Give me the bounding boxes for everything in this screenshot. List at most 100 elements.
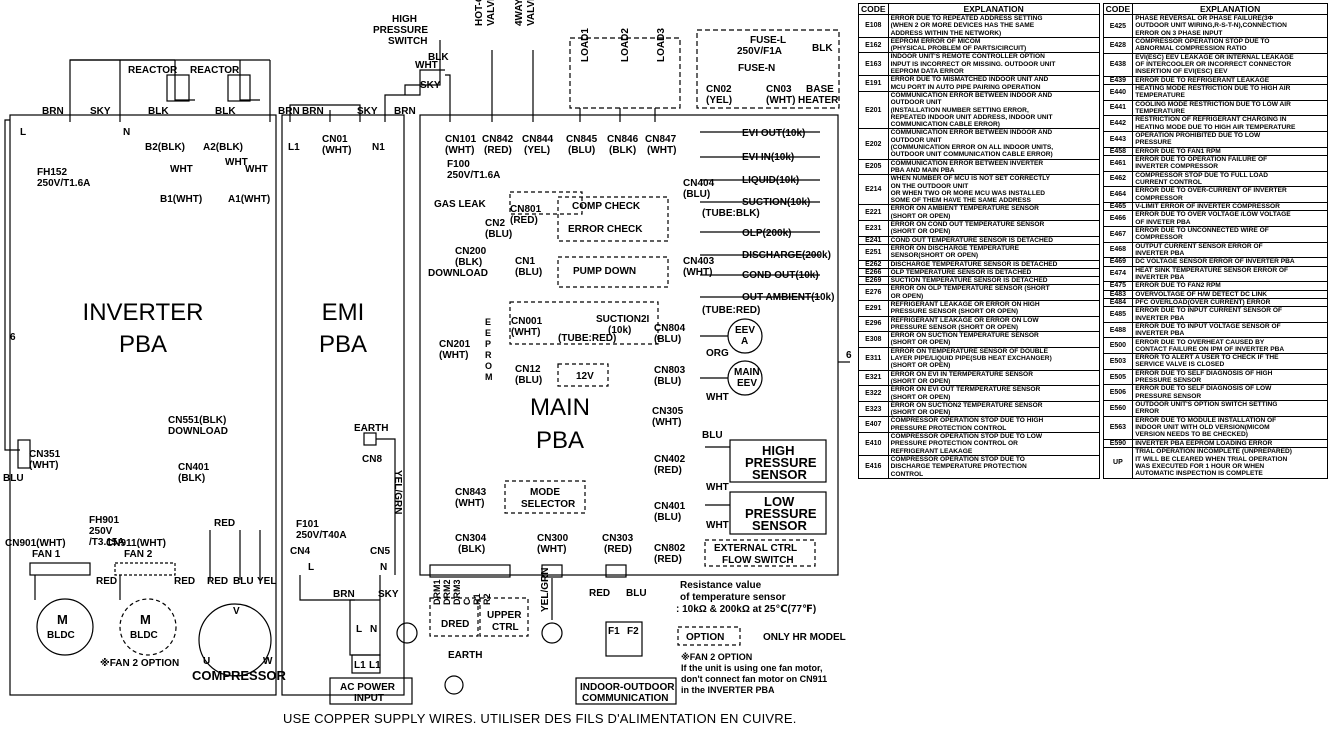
f1-terminal: F1 xyxy=(608,626,620,637)
error-explanation: INVERTER PBA EEPROM LOADING ERROR xyxy=(1132,438,1328,449)
error-explanation-line: (SHORT OR OPEN) xyxy=(890,393,951,401)
error-explanation-line: ERROR ON COND OUT TEMPERATURE SENSOR xyxy=(890,221,1045,229)
wht-wire-b: WHT xyxy=(170,164,193,175)
cn803-label: CN803 xyxy=(654,365,686,376)
error-explanation: COND OUT TEMPERATURE SENSOR IS DETACHED xyxy=(887,235,1100,245)
error-explanation-line: INDOOR UNIT'S REMOTE CONTROLLER OPTION xyxy=(890,53,1045,61)
error-explanation: ERROR DUE TO FAN2 RPM xyxy=(1132,281,1328,291)
blk-wire-2: BLK xyxy=(215,106,236,117)
error-code: E441 xyxy=(1102,99,1134,117)
cn2-color: (BLU) xyxy=(485,229,512,240)
error-code: E276 xyxy=(858,284,889,301)
b1-wht-terminal: B1(WHT) xyxy=(160,194,202,205)
cn02-label: CN02 xyxy=(706,84,732,95)
error-code: E506 xyxy=(1102,384,1134,402)
error-explanation-line: ERROR ON EVI OUT TERMPERATURE SENSOR xyxy=(890,386,1041,394)
error-explanation-line: REFRIGERANT LEAKAGE OR ERROR ON HIGH xyxy=(890,300,1040,308)
fan2-note-2: If the unit is using one fan motor, xyxy=(681,663,823,673)
error-code: E468 xyxy=(1102,241,1134,259)
cn901-fan: FAN 1 xyxy=(32,549,61,560)
error-explanation-line: DISCHARGE TEMPERATURE SENSOR IS DETACHED xyxy=(890,260,1058,268)
error-explanation-line: PRESSURE PROTECTION CONTROL OR xyxy=(890,440,1018,448)
red-wire-fan2: RED xyxy=(174,576,195,587)
cn401b-label: CN401 xyxy=(654,501,686,512)
external-ctrl-label-2: FLOW SWITCH xyxy=(722,555,794,566)
org-wire: ORG xyxy=(706,348,729,359)
error-explanation: ERROR ON EVI OUT TERMPERATURE SENSOR(SHO… xyxy=(887,385,1100,402)
error-code: E205 xyxy=(858,158,889,176)
error-explanation-line: INDOOR UNIT WITH OLD VERSION(MICOM xyxy=(1135,424,1270,432)
error-explanation: PFC OVERLOAD(OVER CURRENT) ERROR xyxy=(1132,297,1328,308)
high-pressure-switch-label-3: SWITCH xyxy=(388,36,427,47)
error-explanation-line: EEPROM DATA ERROR xyxy=(890,68,964,76)
indoor-outdoor-label: INDOOR-OUTDOOR xyxy=(580,682,675,693)
error-explanation-line: ON THE OUTDOOR UNIT xyxy=(890,182,969,190)
cn844-label: CN844 xyxy=(522,134,554,145)
error-explanation-line: ERROR DUE TO OVER-CURRENT OF INVERTER xyxy=(1135,187,1287,195)
error-explanation-line: SENSOR(SHORT OR OPEN) xyxy=(890,252,979,260)
harness-count-left: 6 xyxy=(10,332,16,343)
wht-wire-lp: WHT xyxy=(706,520,729,531)
base-heater-label: BASE xyxy=(806,84,834,95)
error-explanation-line: ERROR DUE TO UNCONNECTED WIRE OF xyxy=(1135,226,1269,234)
red-wire-comm: RED xyxy=(589,588,610,599)
error-explanation-line: COMMUNICATION ERROR BETWEEN INVERTER xyxy=(890,159,1044,167)
error-code: E308 xyxy=(858,331,889,348)
fan2-option-label: ※FAN 2 OPTION xyxy=(100,657,179,669)
sky-wire-1: SKY xyxy=(90,106,111,117)
cn201-color: (WHT) xyxy=(439,350,468,361)
error-code: E503 xyxy=(1102,353,1134,370)
drm2-label: DRM2 xyxy=(442,579,452,605)
error-explanation-line: ERROR xyxy=(1135,408,1159,416)
drm1-label: DRM1 xyxy=(432,579,442,605)
fuse-l-rating: 250V/F1A xyxy=(737,46,782,57)
error-explanation-line: INVERTER PBA xyxy=(1135,273,1185,281)
fan1-bldc: BLDC xyxy=(47,630,75,641)
error-explanation-line: MCU PORT IN AUTO PIPE PAIRING OPERATION xyxy=(890,83,1041,91)
ac-terminal-l2: L1 xyxy=(369,660,381,671)
red-wire-comp: RED xyxy=(207,576,228,587)
error-explanation-line: PRESSURE SENSOR xyxy=(1135,377,1202,385)
compressor-v: V xyxy=(233,606,240,617)
cn402-label: CN402 xyxy=(654,454,686,465)
error-explanation-line: COMPRESSOR OPERATION STOP DUE TO LOW xyxy=(890,433,1043,441)
error-code: E443 xyxy=(1102,130,1134,148)
explanation-column-header: EXPLANATION xyxy=(1132,3,1328,15)
blk-wire-hps: BLK xyxy=(428,52,449,63)
a1-wht-terminal: A1(WHT) xyxy=(228,194,270,205)
error-explanation: DC VOLTAGE SENSOR ERROR OF INVERTER PBA xyxy=(1132,257,1328,267)
error-explanation: HEATING MODE RESTRICTION DUE TO HIGH AIR… xyxy=(1132,83,1328,101)
cn842-color: (RED) xyxy=(484,145,512,156)
error-code: E407 xyxy=(858,416,889,434)
error-explanation-line: VERSION NEEDS TO BE CHECKED) xyxy=(1135,431,1248,439)
error-explanation-line: (SHORT OR OPEN) xyxy=(890,212,951,220)
inverter-pba-title-2: PBA xyxy=(119,331,167,358)
reactor-label-1: REACTOR xyxy=(128,65,178,76)
error-explanation-line: TEMPERATURE xyxy=(1135,107,1185,115)
error-explanation-line: V-LIMIT ERROR OF INVERTER COMPRESSOR xyxy=(1135,202,1280,210)
cn844-color: (YEL) xyxy=(524,145,550,156)
eeprom-letter-r: R xyxy=(485,350,492,360)
cn200-color: (BLK) xyxy=(455,257,482,268)
brn-wire-2: BRN xyxy=(278,106,300,117)
error-code: E251 xyxy=(858,243,889,261)
fan2-note-1: ※FAN 2 OPTION xyxy=(681,652,752,662)
load2-label: LOAD2 xyxy=(620,28,631,62)
